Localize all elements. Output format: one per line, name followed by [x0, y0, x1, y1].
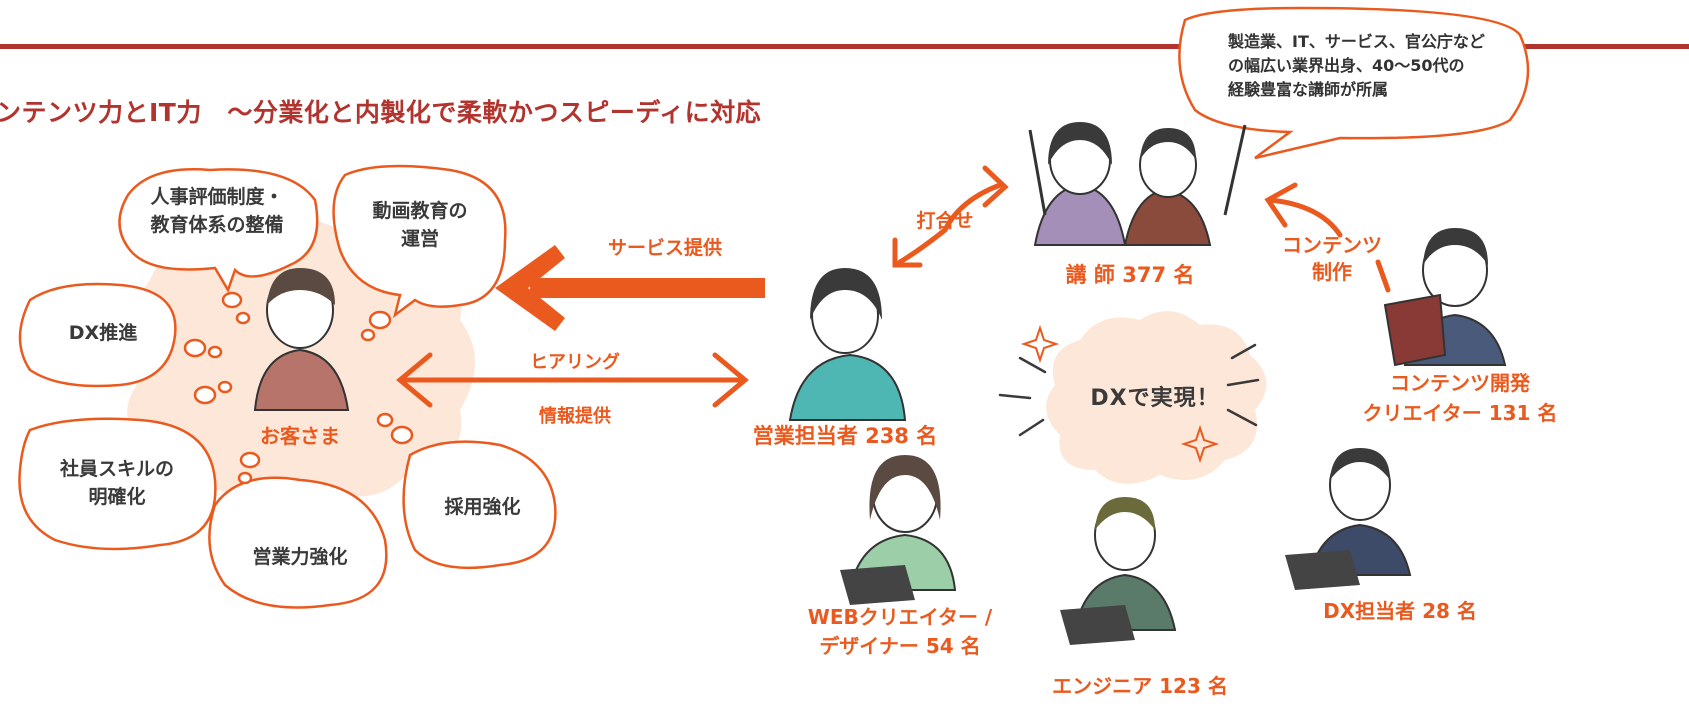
- role-instructor: 講 師 377 名: [1065, 263, 1195, 287]
- bubble-skill: [18, 417, 217, 551]
- content-creator-figure: [1383, 228, 1507, 367]
- bubble-sales: [208, 476, 388, 609]
- bubble-video: [332, 164, 507, 319]
- sales-figure: [788, 268, 907, 421]
- meeting-label: 打合せ: [916, 210, 974, 232]
- need-hiring: 採用強化: [444, 496, 521, 518]
- bubble-dx: [18, 282, 177, 388]
- page-title: ンテンツ力とIT力 〜分業化と内製化で柔軟かつスピーディに対応: [0, 98, 762, 127]
- customer-label: お客さま: [260, 424, 340, 448]
- meeting-arrow: [892, 165, 1009, 268]
- engineer-figure: [1060, 497, 1177, 645]
- role-engineer: エンジニア 123 名: [1052, 674, 1228, 698]
- role-dx: DX担当者 28 名: [1323, 599, 1477, 623]
- instructor-note: 製造業、IT、サービス、官公庁など の幅広い業界出身、40〜50代の 経験豊富な…: [1228, 32, 1485, 99]
- dx-person-figure: [1285, 448, 1412, 590]
- content-production-label: コンテンツ 制作: [1282, 233, 1382, 284]
- hearing-arrow: [396, 352, 749, 408]
- bubble-hr: [118, 168, 319, 293]
- customer-figure: [253, 268, 350, 411]
- need-sales-power: 営業力強化: [252, 546, 348, 568]
- hearing-label: ヒアリング: [530, 352, 620, 373]
- dx-cloud: [1046, 311, 1267, 484]
- service-arrow: [495, 245, 765, 331]
- need-skill-clarity: 社員スキルの 明確化: [59, 458, 174, 508]
- need-dx: DX推進: [68, 322, 138, 344]
- bubble-hiring: [402, 440, 557, 570]
- dx-realize-text: DXで実現！: [1090, 386, 1220, 411]
- bubble-instructor-note: [1178, 6, 1530, 160]
- role-content-creator: コンテンツ開発 クリエイター 131 名: [1362, 371, 1558, 425]
- service-label: サービス提供: [607, 237, 722, 259]
- role-sales: 営業担当者 238 名: [752, 424, 938, 448]
- content-arrow: [1264, 182, 1391, 293]
- info-label: 情報提供: [539, 406, 611, 427]
- instructors-figure: [1028, 122, 1247, 246]
- header-rule: [0, 44, 1689, 49]
- role-web-creator: WEBクリエイター / デザイナー 54 名: [807, 605, 993, 658]
- web-creator-figure: [840, 455, 957, 605]
- need-video-education: 動画教育の 運営: [372, 200, 468, 250]
- need-hr-evaluation: 人事評価制度・ 教育体系の整備: [150, 186, 284, 236]
